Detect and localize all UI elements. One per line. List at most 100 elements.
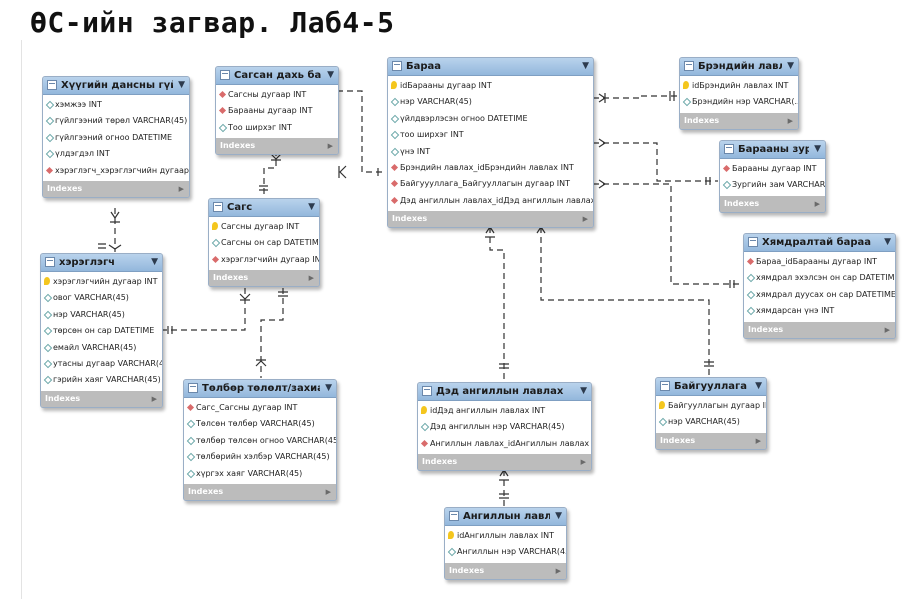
column-row[interactable]: төлбөр төлсөн огноо VARCHAR(45) <box>184 433 336 449</box>
column-row[interactable]: idАнгиллын лавлах INT <box>445 528 566 544</box>
column-row[interactable]: Сагсны дугаар INT <box>209 219 319 235</box>
indexes-section[interactable]: Indexes▶ <box>680 112 798 129</box>
indexes-section[interactable]: Indexes▶ <box>388 211 593 228</box>
column-row[interactable]: хэрэглэгчийн дугаар INT <box>209 252 319 268</box>
indexes-section[interactable]: Indexes▶ <box>43 180 189 197</box>
indexes-section[interactable]: Indexes▶ <box>184 483 336 500</box>
column-row[interactable]: Брэндийн нэр VARCHAR(... <box>680 94 798 110</box>
indexes-section[interactable]: Indexes▶ <box>418 454 591 471</box>
expand-arrow-icon[interactable]: ▶ <box>325 487 331 496</box>
column-row[interactable]: төлбөрийн хэлбэр VARCHAR(45) <box>184 449 336 465</box>
table-subcat[interactable]: Дэд ангиллын лавлах▼ idДэд ангиллын лавла… <box>417 382 592 472</box>
indexes-section[interactable]: Indexes▶ <box>720 195 825 212</box>
collapse-arrow-icon[interactable]: ▼ <box>308 202 315 212</box>
expand-arrow-icon[interactable]: ▶ <box>755 436 761 445</box>
column-row[interactable]: гэрийн хаяг VARCHAR(45) <box>41 372 162 388</box>
column-row[interactable]: утасны дугаар VARCHAR(45) <box>41 356 162 372</box>
collapse-arrow-icon[interactable]: ▼ <box>151 257 158 267</box>
expand-arrow-icon[interactable]: ▶ <box>555 566 561 575</box>
column-row[interactable]: хэрэглэгч_хэрэглэгчийн дугаар I... <box>43 163 189 179</box>
table-photo[interactable]: Барааны зураг▼ Барааны дугаар INTЗургийн … <box>719 140 826 213</box>
column-row[interactable]: Байгууллагын дугаар INT <box>656 398 766 414</box>
expand-arrow-icon[interactable]: ▶ <box>884 325 890 334</box>
table-header[interactable]: Төлбөр төлөлт/захиалга▼ <box>184 380 336 398</box>
column-row[interactable]: Байгуууллага_Байгууллагын дугаар INT <box>388 176 593 192</box>
column-row[interactable]: нэр VARCHAR(45) <box>656 414 766 430</box>
expand-arrow-icon[interactable]: ▶ <box>327 142 333 151</box>
table-header[interactable]: Сагсан дахь бараа▼ <box>216 67 338 85</box>
indexes-section[interactable]: Indexes▶ <box>656 432 766 449</box>
table-header[interactable]: хэрэглэгч▼ <box>41 254 162 272</box>
column-row[interactable]: гүйлгээний төрөл VARCHAR(45) <box>43 113 189 129</box>
table-payment[interactable]: Төлбөр төлөлт/захиалга▼Сагс_Сагсны дугаа… <box>183 379 337 501</box>
collapse-arrow-icon[interactable]: ▼ <box>814 144 821 154</box>
indexes-section[interactable]: Indexes▶ <box>216 138 338 155</box>
table-header[interactable]: Хямдралтай бараа▼ <box>744 234 895 252</box>
table-cat[interactable]: Ангиллын лавлах▼ idАнгиллын лавлах INTАнг… <box>444 507 567 580</box>
column-row[interactable]: гүйлгээний огноо DATETIME <box>43 130 189 146</box>
collapse-arrow-icon[interactable]: ▼ <box>580 386 587 396</box>
column-row[interactable]: idДэд ангиллын лавлах INT <box>418 403 591 419</box>
collapse-arrow-icon[interactable]: ▼ <box>787 61 794 71</box>
column-row[interactable]: Барааны дугаар INT <box>216 103 338 119</box>
expand-arrow-icon[interactable]: ▶ <box>308 274 314 283</box>
table-header[interactable]: Бараа▼ <box>388 58 593 76</box>
column-row[interactable]: Тоо ширхэг INT <box>216 120 338 136</box>
table-brand[interactable]: Брэндийн лавлах▼ idБрэндийн лавлах INTБрэ… <box>679 57 799 130</box>
collapse-arrow-icon[interactable]: ▼ <box>555 511 562 521</box>
column-row[interactable]: тоо ширхэг INT <box>388 127 593 143</box>
column-row[interactable]: Сагсны он сар DATETIME <box>209 235 319 251</box>
table-header[interactable]: Байгууллага▼ <box>656 378 766 396</box>
column-row[interactable]: Сагсны дугаар INT <box>216 87 338 103</box>
column-row[interactable]: Дэд ангиллын нэр VARCHAR(45) <box>418 419 591 435</box>
column-row[interactable]: Ангиллын нэр VARCHAR(45) <box>445 544 566 560</box>
table-header[interactable]: Хүүгийн дансны гүйл...▼ <box>43 77 189 95</box>
column-row[interactable]: хямдрал дуусах он сар DATETIME <box>744 287 895 303</box>
column-row[interactable]: нэр VARCHAR(45) <box>41 307 162 323</box>
column-row[interactable]: Бараа_idБарааны дугаар INT <box>744 254 895 270</box>
expand-arrow-icon[interactable]: ▶ <box>178 184 184 193</box>
column-row[interactable]: idБарааны дугаар INT <box>388 78 593 94</box>
collapse-arrow-icon[interactable]: ▼ <box>325 383 332 393</box>
column-row[interactable]: Ангиллын лавлах_idАнгиллын лавлах INT <box>418 436 591 452</box>
column-row[interactable]: емайл VARCHAR(45) <box>41 340 162 356</box>
expand-arrow-icon[interactable]: ▶ <box>151 394 157 403</box>
column-row[interactable]: хүргэх хаяг VARCHAR(45) <box>184 466 336 482</box>
column-row[interactable]: үнэ INT <box>388 144 593 160</box>
indexes-section[interactable]: Indexes▶ <box>209 270 319 287</box>
column-row[interactable]: Брэндийн лавлах_idБрэндийн лавлах INT <box>388 160 593 176</box>
table-header[interactable]: Брэндийн лавлах▼ <box>680 58 798 76</box>
column-row[interactable]: Зургийн зам VARCHAR... <box>720 177 825 193</box>
column-row[interactable]: овог VARCHAR(45) <box>41 290 162 306</box>
collapse-arrow-icon[interactable]: ▼ <box>327 70 334 80</box>
column-row[interactable]: төрсөн он сар DATETIME <box>41 323 162 339</box>
collapse-arrow-icon[interactable]: ▼ <box>582 61 589 71</box>
column-row[interactable]: Төлсөн төлбөр VARCHAR(45) <box>184 416 336 432</box>
table-header[interactable]: Барааны зураг▼ <box>720 141 825 159</box>
expand-arrow-icon[interactable]: ▶ <box>787 116 793 125</box>
expand-arrow-icon[interactable]: ▶ <box>814 199 820 208</box>
collapse-arrow-icon[interactable]: ▼ <box>884 237 891 247</box>
column-row[interactable]: хэрэглэгчийн дугаар INT <box>41 274 162 290</box>
table-header[interactable]: Дэд ангиллын лавлах▼ <box>418 383 591 401</box>
table-cartitem[interactable]: Сагсан дахь бараа▼ Сагсны дугаар INTБараа… <box>215 66 339 156</box>
column-row[interactable]: хямдрал эхэлсэн он сар DATETIME <box>744 270 895 286</box>
collapse-arrow-icon[interactable]: ▼ <box>178 80 185 90</box>
column-row[interactable]: Дэд ангиллын лавлах_idДэд ангиллын лавла… <box>388 193 593 209</box>
indexes-section[interactable]: Indexes▶ <box>445 562 566 579</box>
collapse-arrow-icon[interactable]: ▼ <box>755 381 762 391</box>
column-row[interactable]: үлдэгдэл INT <box>43 146 189 162</box>
column-row[interactable]: хямдарсан үнэ INT <box>744 303 895 319</box>
column-row[interactable]: хэмжээ INT <box>43 97 189 113</box>
table-header[interactable]: Ангиллын лавлах▼ <box>445 508 566 526</box>
column-row[interactable]: idБрэндийн лавлах INT <box>680 78 798 94</box>
indexes-section[interactable]: Indexes▶ <box>744 321 895 338</box>
column-row[interactable]: үйлдвэрлэсэн огноо DATETIME <box>388 111 593 127</box>
table-account[interactable]: Хүүгийн дансны гүйл...▼хэмжээ INTгүйлгээ… <box>42 76 190 198</box>
table-header[interactable]: Сагс▼ <box>209 199 319 217</box>
column-row[interactable]: Барааны дугаар INT <box>720 161 825 177</box>
